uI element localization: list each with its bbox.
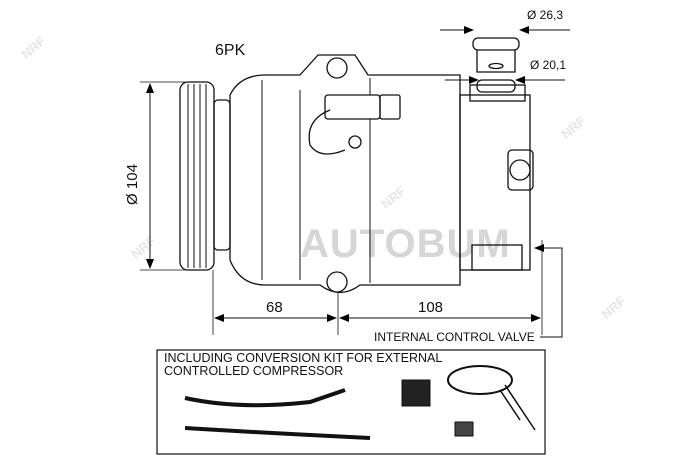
site-watermark: AUTOBUM bbox=[300, 222, 511, 266]
pulley-type-label: 6PK bbox=[215, 42, 246, 59]
front-length-label: 68 bbox=[266, 299, 283, 316]
compressor-body bbox=[229, 54, 534, 294]
internal-control-valve-label: INTERNAL CONTROL VALVE bbox=[374, 330, 535, 344]
refrigerant-ports bbox=[472, 37, 520, 93]
kit-harness bbox=[184, 365, 536, 440]
pulley bbox=[179, 81, 231, 271]
pulley-diameter-label: Ø 104 bbox=[123, 164, 141, 205]
kit-note-line1: INCLUDING CONVERSION KIT FOR EXTERNAL bbox=[164, 351, 443, 365]
kit-box bbox=[156, 349, 546, 455]
rear-length-label: 108 bbox=[418, 299, 444, 316]
kit-note-line2: CONTROLLED COMPRESSOR bbox=[164, 364, 344, 378]
outer-port-diameter: Ø 26,3 bbox=[527, 8, 564, 22]
inner-port-diameter: Ø 20,1 bbox=[530, 58, 567, 72]
kit-note: INCLUDING CONVERSION KIT FOR EXTERNAL CO… bbox=[164, 352, 442, 378]
